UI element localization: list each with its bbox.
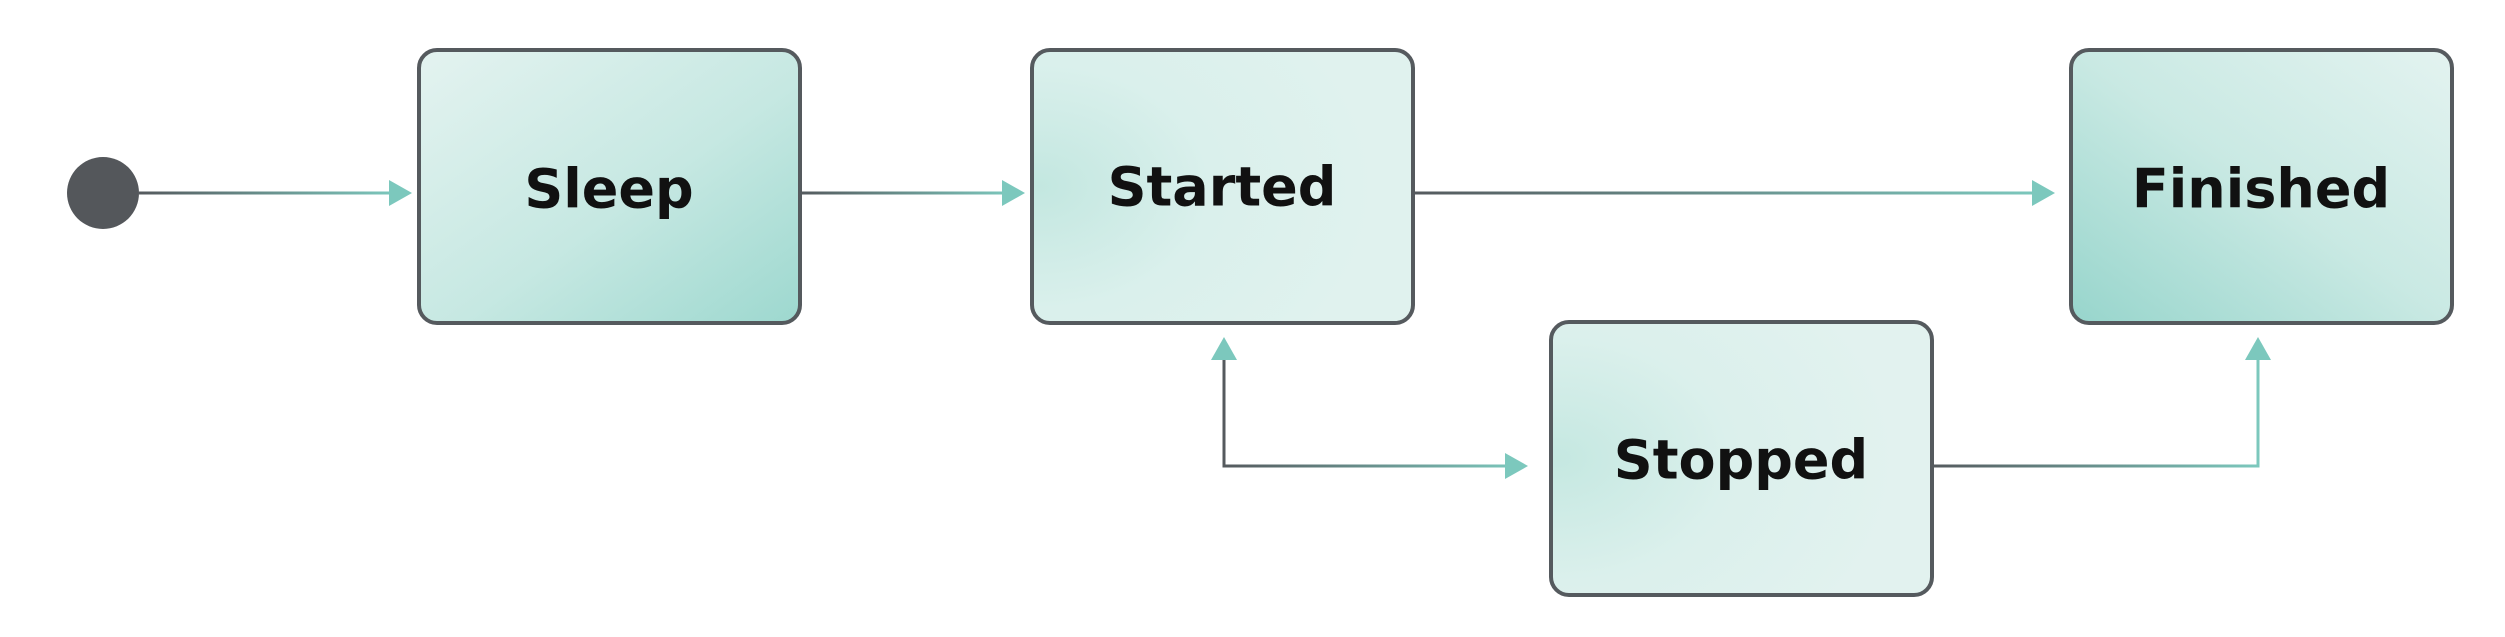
arrowhead-up-icon — [1211, 337, 1237, 360]
arrowhead-right-icon — [1505, 453, 1528, 479]
state-sleep-label: Sleep — [524, 158, 693, 221]
state-finished[interactable]: Finished — [2069, 48, 2454, 325]
edge-stopped-to-finished — [1932, 337, 2271, 468]
state-stopped[interactable]: Stopped — [1549, 320, 1934, 597]
state-started-label: Started — [1108, 156, 1337, 219]
state-sleep[interactable]: Sleep — [417, 48, 802, 325]
arrowhead-icon — [1002, 180, 1025, 206]
arrowhead-up-icon — [2245, 337, 2271, 360]
edge-started-stopped — [1211, 337, 1528, 479]
initial-state-dot — [67, 157, 139, 229]
edge-initial-to-sleep — [139, 180, 412, 206]
arrowhead-icon — [2032, 180, 2055, 206]
state-started[interactable]: Started — [1030, 48, 1415, 325]
state-stopped-label: Stopped — [1614, 429, 1868, 492]
state-finished-label: Finished — [2132, 158, 2390, 221]
edge-started-to-finished — [1413, 180, 2055, 206]
arrowhead-icon — [389, 180, 412, 206]
edge-sleep-to-started — [800, 180, 1025, 206]
